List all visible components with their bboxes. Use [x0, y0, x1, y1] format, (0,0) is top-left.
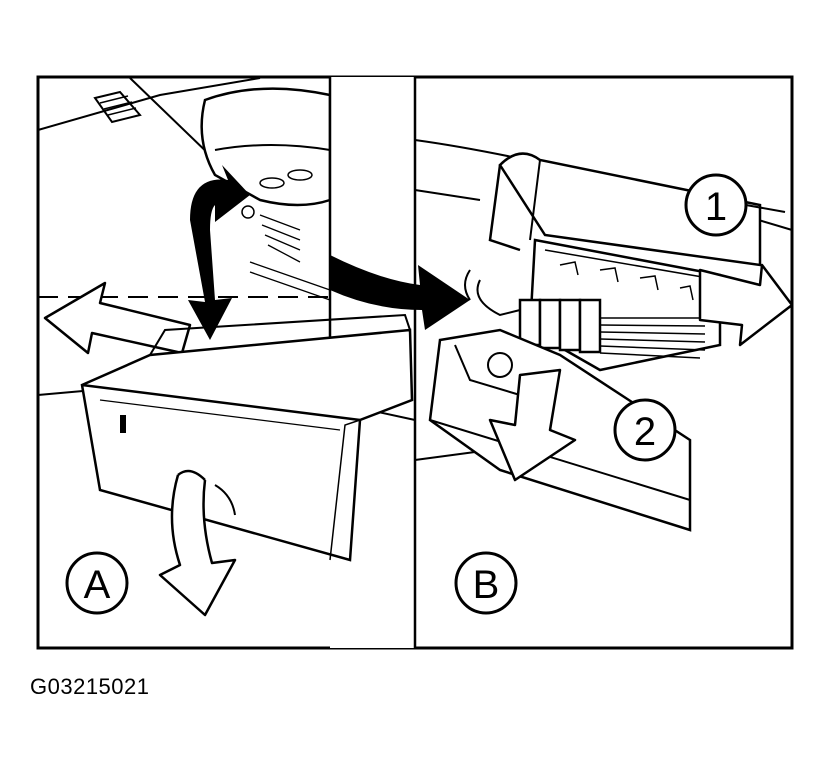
callout-1-label: 1 [705, 185, 727, 229]
panel-a-label: A [84, 563, 111, 607]
callout-1: 1 [684, 173, 786, 237]
panel-label-b: B [454, 551, 518, 615]
panel-a [37, 77, 417, 648]
callout-2: 2 [613, 398, 677, 462]
callout-2-label: 2 [634, 410, 656, 454]
panel-b [330, 139, 794, 532]
panel-b-label: B [473, 563, 500, 607]
figure-id-caption: G03215021 [30, 674, 150, 699]
panel-label-a: A [65, 551, 129, 615]
